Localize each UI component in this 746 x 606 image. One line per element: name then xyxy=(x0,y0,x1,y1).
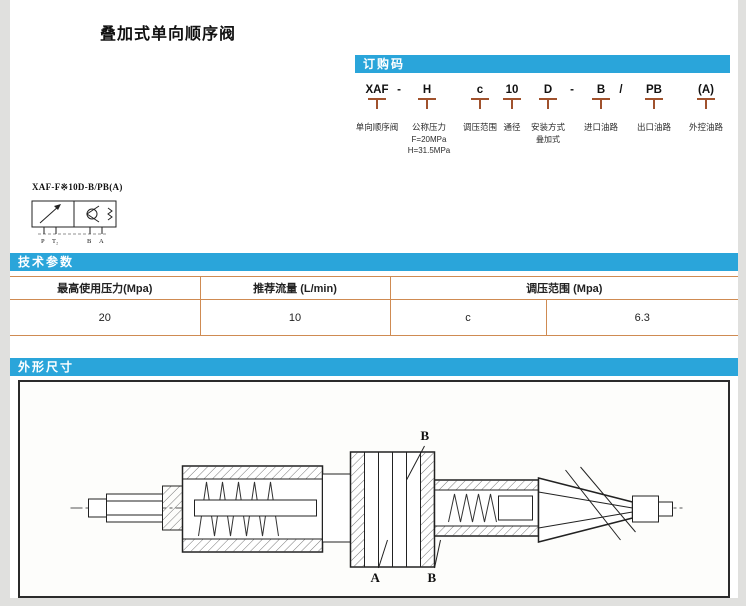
code-segment: 10 xyxy=(505,84,519,96)
code-segment: H xyxy=(422,84,432,96)
ordering-code-header-bar: 订购码 xyxy=(355,55,730,73)
tick-mark xyxy=(592,98,610,109)
value-range-value: 6.3 xyxy=(546,299,739,336)
code-label: 出口油路 xyxy=(636,122,671,132)
code-separator: - xyxy=(570,84,574,96)
code-label: 外控油路 xyxy=(688,122,723,132)
symbol-model-code: XAF-F※10D-B/PB(A) xyxy=(32,182,123,192)
column-header-max-pressure: 最高使用压力(Mpa) xyxy=(10,276,201,300)
spring-chamber xyxy=(181,465,351,553)
code-label: 安装方式 叠加式 xyxy=(530,122,565,144)
code-segment: c xyxy=(476,84,484,96)
page-edge-bottom xyxy=(0,598,746,606)
page-edge-left xyxy=(0,0,10,606)
valve-main-block xyxy=(349,451,436,568)
value-range-grade: c xyxy=(390,299,547,336)
dimensions-header-bar: 外形尺寸 xyxy=(10,358,738,376)
column-header-range: 调压范围 (Mpa) xyxy=(390,276,739,300)
tech-params-table: 最高使用压力(Mpa) 推荐流量 (L/min) 调压范围 (Mpa) 20 1… xyxy=(10,276,739,336)
check-valve-cartridge xyxy=(433,479,540,537)
code-label: 通径 xyxy=(503,122,521,132)
page-edge-right xyxy=(738,0,746,606)
port-callout-bottom-b: B xyxy=(428,570,437,585)
adjust-screw xyxy=(88,485,183,531)
port-label-b: B xyxy=(87,238,92,245)
code-segment: (A) xyxy=(698,84,714,96)
code-separator: / xyxy=(619,84,623,96)
code-segment: PB xyxy=(646,84,662,96)
dimensions-drawing-box: B A B xyxy=(18,380,730,598)
page-title: 叠加式单向顺序阀 xyxy=(100,26,237,43)
leader-line-top-b xyxy=(406,445,425,481)
tick-mark xyxy=(418,98,436,109)
table-value-row: 20 10 c 6.3 xyxy=(10,299,739,336)
port-label-a: A xyxy=(99,238,104,245)
leader-line-bottom-a xyxy=(378,539,388,569)
tick-mark xyxy=(368,98,386,109)
code-label: 单向顺序阀 xyxy=(355,122,399,132)
port-label-p: P xyxy=(41,238,45,245)
tick-mark xyxy=(503,98,521,109)
hydraulic-symbol-diagram: P T₂ B A xyxy=(31,200,117,245)
end-plug-assembly xyxy=(537,466,673,543)
code-segment: XAF xyxy=(365,84,389,96)
port-callout-top-b: B xyxy=(421,428,430,443)
table-header-row: 最高使用压力(Mpa) 推荐流量 (L/min) 调压范围 (Mpa) xyxy=(10,276,739,300)
port-label-t: T₂ xyxy=(52,238,58,245)
valve-cross-section-drawing: B A B xyxy=(70,428,683,585)
code-label: 公称压力 F=20MPa H=31.5MPa xyxy=(407,122,451,156)
tick-mark xyxy=(645,98,663,109)
column-header-flow: 推荐流量 (L/min) xyxy=(200,276,391,300)
tech-params-header-bar: 技术参数 xyxy=(10,253,738,271)
code-label: 调压范围 xyxy=(462,122,497,132)
code-segment: D xyxy=(543,84,553,96)
tick-mark xyxy=(539,98,557,109)
code-separator: - xyxy=(397,84,401,96)
value-max-pressure: 20 xyxy=(10,299,201,336)
port-callout-bottom-a: A xyxy=(371,570,381,585)
code-label: 进口油路 xyxy=(583,122,618,132)
leader-line-bottom-b xyxy=(434,539,441,569)
tick-mark xyxy=(697,98,715,109)
value-flow: 10 xyxy=(200,299,391,336)
tick-mark xyxy=(471,98,489,109)
code-segment: B xyxy=(596,84,606,96)
